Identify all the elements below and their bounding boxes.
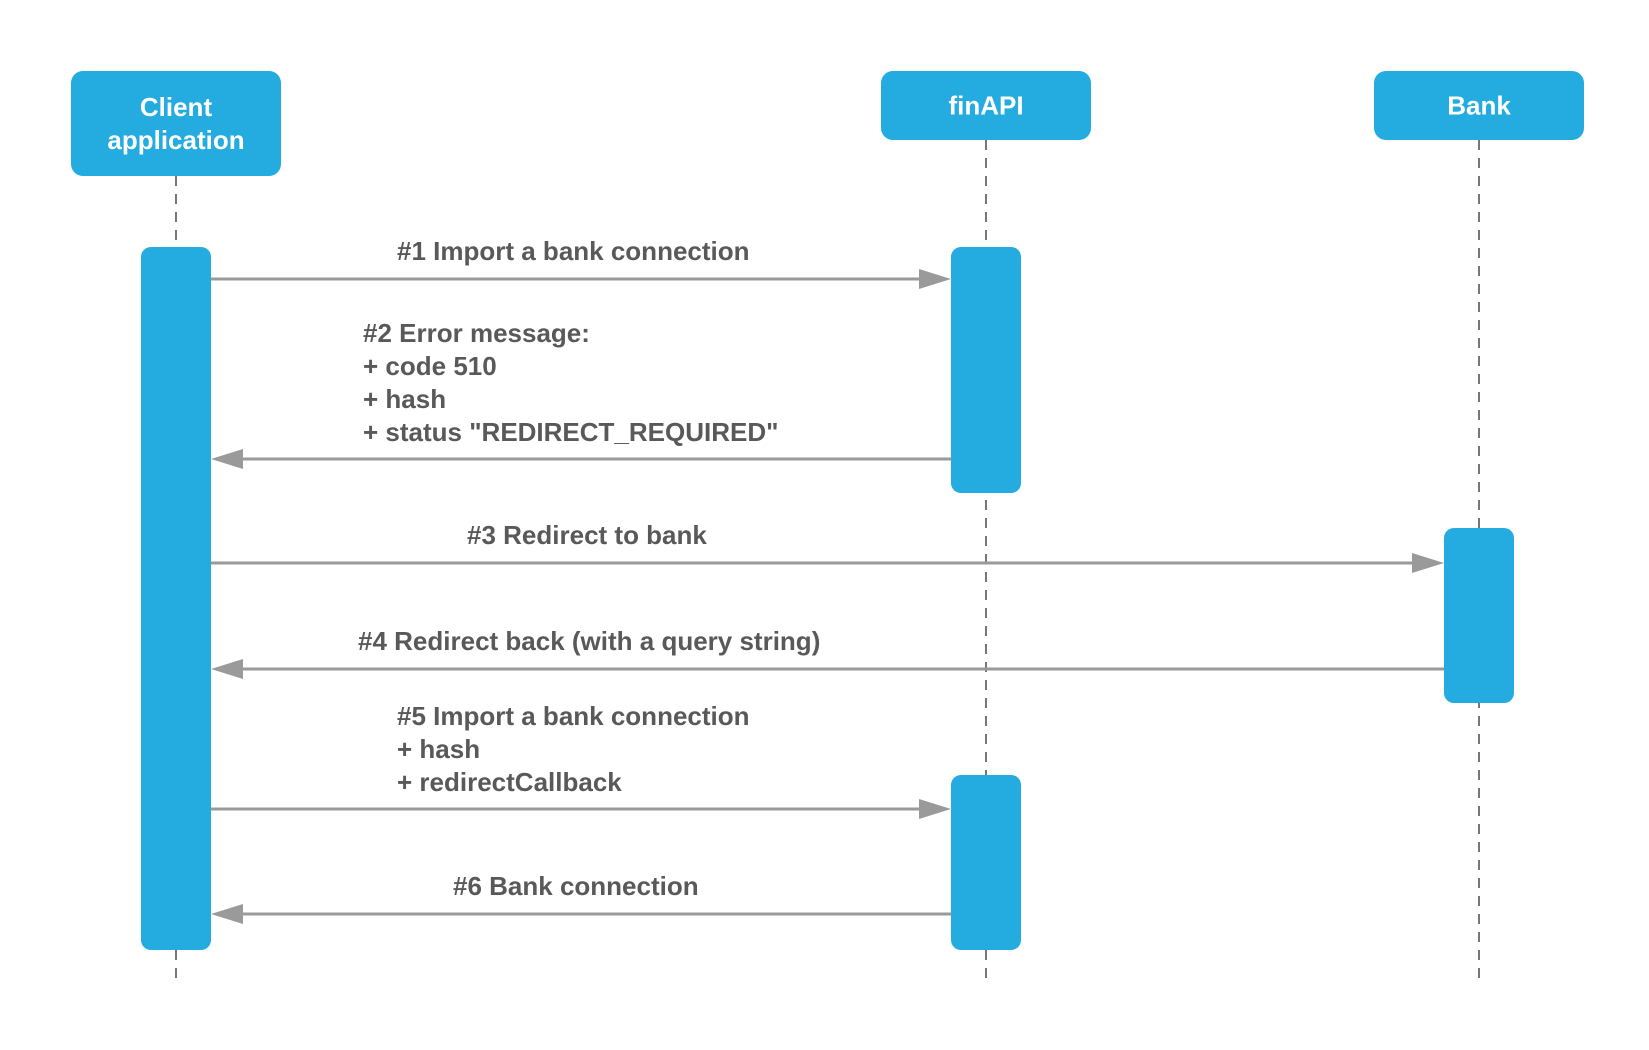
message-label: #2 Error message: <box>363 318 590 348</box>
message-label: #3 Redirect to bank <box>467 520 707 550</box>
message-m1: #1 Import a bank connection <box>211 236 951 289</box>
message-m5: #5 Import a bank connection+ hash+ redir… <box>211 701 951 819</box>
message-label: #6 Bank connection <box>453 871 699 901</box>
arrowhead-icon <box>1412 553 1444 573</box>
message-label: #5 Import a bank connection <box>397 701 750 731</box>
arrowhead-icon <box>211 449 243 469</box>
actor-label-client: application <box>107 125 244 155</box>
activation-bars <box>141 247 1514 950</box>
message-label: + status "REDIRECT_REQUIRED" <box>363 417 778 447</box>
message-m3: #3 Redirect to bank <box>211 520 1444 573</box>
message-m2: #2 Error message:+ code 510+ hash+ statu… <box>211 318 951 469</box>
message-m4: #4 Redirect back (with a query string) <box>211 626 1444 679</box>
actor-box-client <box>71 71 281 176</box>
arrowhead-icon <box>211 904 243 924</box>
arrowhead-icon <box>919 799 951 819</box>
messages: #1 Import a bank connection #2 Error mess… <box>211 236 1444 924</box>
actor-box-finapi <box>881 71 1091 140</box>
message-label: + redirectCallback <box>397 767 622 797</box>
message-label: + hash <box>397 734 480 764</box>
actor-label-finapi: finAPI <box>948 91 1023 121</box>
message-label: #1 Import a bank connection <box>397 236 750 266</box>
message-label: + code 510 <box>363 351 497 381</box>
message-label: + hash <box>363 384 446 414</box>
arrowhead-icon <box>919 269 951 289</box>
message-m6: #6 Bank connection <box>211 871 951 924</box>
activation-finapi-1 <box>951 247 1021 493</box>
actor-bank: Bank <box>1374 71 1584 140</box>
activation-finapi-2 <box>951 775 1021 950</box>
activation-bank <box>1444 528 1514 703</box>
activation-client <box>141 247 211 950</box>
actor-label-client: Client <box>140 92 213 122</box>
actor-finapi: finAPI <box>881 71 1091 140</box>
message-label: #4 Redirect back (with a query string) <box>358 626 820 656</box>
actor-label-bank: Bank <box>1447 91 1511 121</box>
actor-box-bank <box>1374 71 1584 140</box>
arrowhead-icon <box>211 659 243 679</box>
